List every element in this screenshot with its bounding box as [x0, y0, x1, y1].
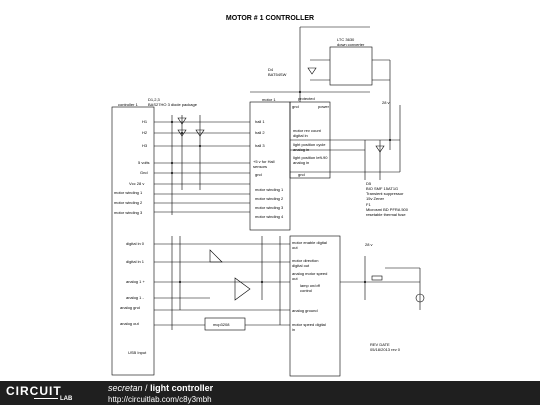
author-link[interactable]: secretan [108, 383, 143, 393]
mcp-label: mcp3208 [213, 322, 230, 327]
hall-1: hall 1 [255, 119, 265, 124]
motor-label: motor 1 [262, 97, 276, 102]
hall-2: hall 2 [255, 130, 265, 135]
controller-label: controller 1 [118, 102, 138, 107]
motor-light-left: light position left-90 analog in [293, 155, 328, 165]
motor-gnd-left: gnd [255, 172, 262, 177]
lamp-control: lamp on/off control [300, 283, 320, 293]
pin-gnd: Gnd [140, 170, 148, 175]
pin-h1: H1 [142, 119, 148, 124]
f1-label: F1 [366, 202, 371, 207]
pin-an1m: analog 1 - [126, 295, 144, 300]
motor-enable: motor enable digital out [292, 240, 327, 250]
project-url[interactable]: http://circuitlab.com/c8y3mbh [108, 395, 212, 404]
d5-desc1: Transient suppressor [366, 191, 404, 196]
d4-label: D4 [268, 67, 274, 72]
motor-speed-out: analog motor speed out [292, 271, 328, 281]
gnd-top-label: gnd [292, 104, 299, 109]
motor-w4: motor winding 4 [255, 214, 284, 219]
d5-part: BIO SMF 15AT1G [366, 186, 399, 191]
project-link[interactable]: light controller [150, 383, 214, 393]
motor-direction: motor direction digital out [292, 258, 319, 268]
rev-value: 05/18/2013 rev 0 [370, 347, 401, 352]
motor-rev-count: motor rev count digital in [293, 128, 321, 138]
circuitlab-logo[interactable]: CIRCUIT [6, 384, 62, 398]
pin-vcc: Vcc 28 v [129, 181, 145, 186]
rev-date-label: REV DATE [370, 342, 390, 347]
v28-label: 28 v [365, 242, 373, 247]
protected-label: protected [298, 96, 315, 101]
motor-speed-in: motor speed digital in [292, 322, 326, 332]
f1-part: Microsmi BD PFRA 500 [366, 207, 409, 212]
hall-5v: +5 v for Hall sensors [253, 159, 275, 169]
hall-3: hall 3 [255, 143, 265, 148]
pin-mw2: motor winding 2 [114, 200, 143, 205]
pin-an1p: analog 1 + [126, 279, 145, 284]
pin-h3: H3 [142, 143, 148, 148]
d4-part-label: BAT54SW [268, 72, 287, 77]
v28-small-label: 28 v [382, 100, 390, 105]
ltc-box [329, 46, 373, 86]
pin-agnd: analog gnd [120, 305, 140, 310]
mcp-box [204, 317, 246, 331]
motor-w3: motor winding 3 [255, 205, 284, 210]
d5-desc2: 15v Zener [366, 196, 385, 201]
pin-din0: digital in 0 [126, 241, 145, 246]
d123-part-label: BAS27HO 3 diode package [148, 102, 197, 107]
pin-h2: H2 [142, 130, 148, 135]
footer-bar [0, 381, 540, 405]
byline: secretan / light controller [108, 383, 213, 393]
page-title: MOTOR # 1 CONTROLLER [225, 15, 315, 22]
pin-mw3: motor winding 3 [114, 210, 143, 215]
ltc-sub-label: down converter [337, 42, 365, 47]
motor-box-lower [289, 235, 341, 377]
f1-desc: resetable thermal fuse [366, 212, 406, 217]
motor-analog-ground: analog ground [292, 308, 318, 313]
pin-mw1: motor winding 1 [114, 190, 143, 195]
pin-aout: analog out [120, 321, 139, 326]
byline-separator: / [145, 383, 148, 393]
d5-label: D5 [366, 181, 372, 186]
pin-5v: 5 volts [138, 160, 150, 165]
motor-w2: motor winding 2 [255, 196, 284, 201]
power-label: power [318, 104, 329, 109]
controller-box [111, 106, 155, 376]
usb-label: USB Input [128, 350, 147, 355]
d123-label: D1,2,3 [148, 97, 160, 102]
motor-w1: motor winding 1 [255, 187, 284, 192]
circuitlab-logo-sub: LAB [34, 396, 72, 402]
pin-din1: digital in 1 [126, 259, 145, 264]
motor-gnd-right: gnd [298, 172, 305, 177]
motor-light-cycle: light position cycle analog in [293, 142, 326, 152]
ltc-label: LTC 3630 [337, 37, 355, 42]
